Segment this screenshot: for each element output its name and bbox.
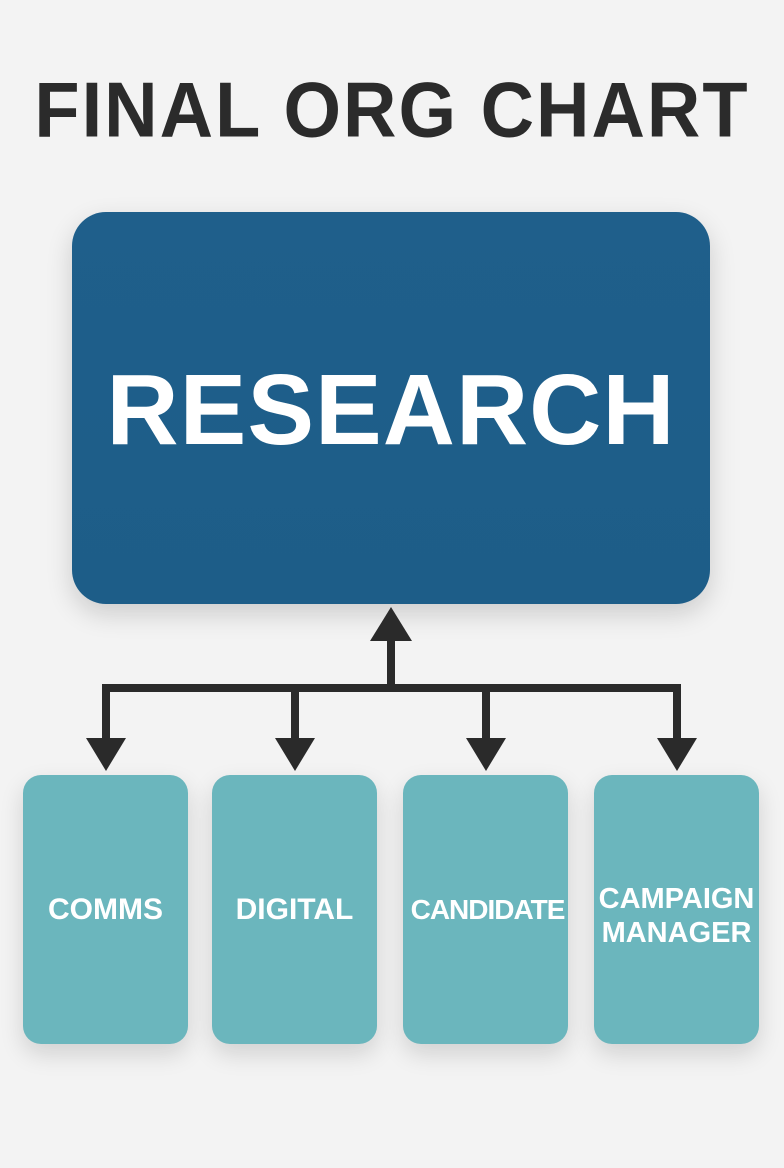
child-node-comms: COMMS: [23, 775, 188, 1044]
child-node-label: CAMPAIGN MANAGER: [598, 882, 755, 949]
arrowhead-up-icon: [370, 607, 412, 641]
child-node-campaign-manager: CAMPAIGN MANAGER: [594, 775, 759, 1044]
page-title: FINAL ORG CHART: [34, 65, 750, 154]
arrowhead-down-icon: [657, 738, 697, 771]
child-node-digital: DIGITAL: [212, 775, 377, 1044]
arrowhead-down-icon: [466, 738, 506, 771]
arrowhead-down-icon: [275, 738, 315, 771]
child-node-label: COMMS: [48, 892, 163, 926]
child-node-label: CANDIDATE: [410, 893, 566, 925]
top-node-label: RESEARCH: [106, 354, 676, 466]
child-node-candidate: CANDIDATE: [403, 775, 568, 1044]
top-node-research: RESEARCH: [72, 212, 710, 604]
arrowhead-down-icon: [86, 738, 126, 771]
child-node-label: DIGITAL: [235, 892, 354, 926]
